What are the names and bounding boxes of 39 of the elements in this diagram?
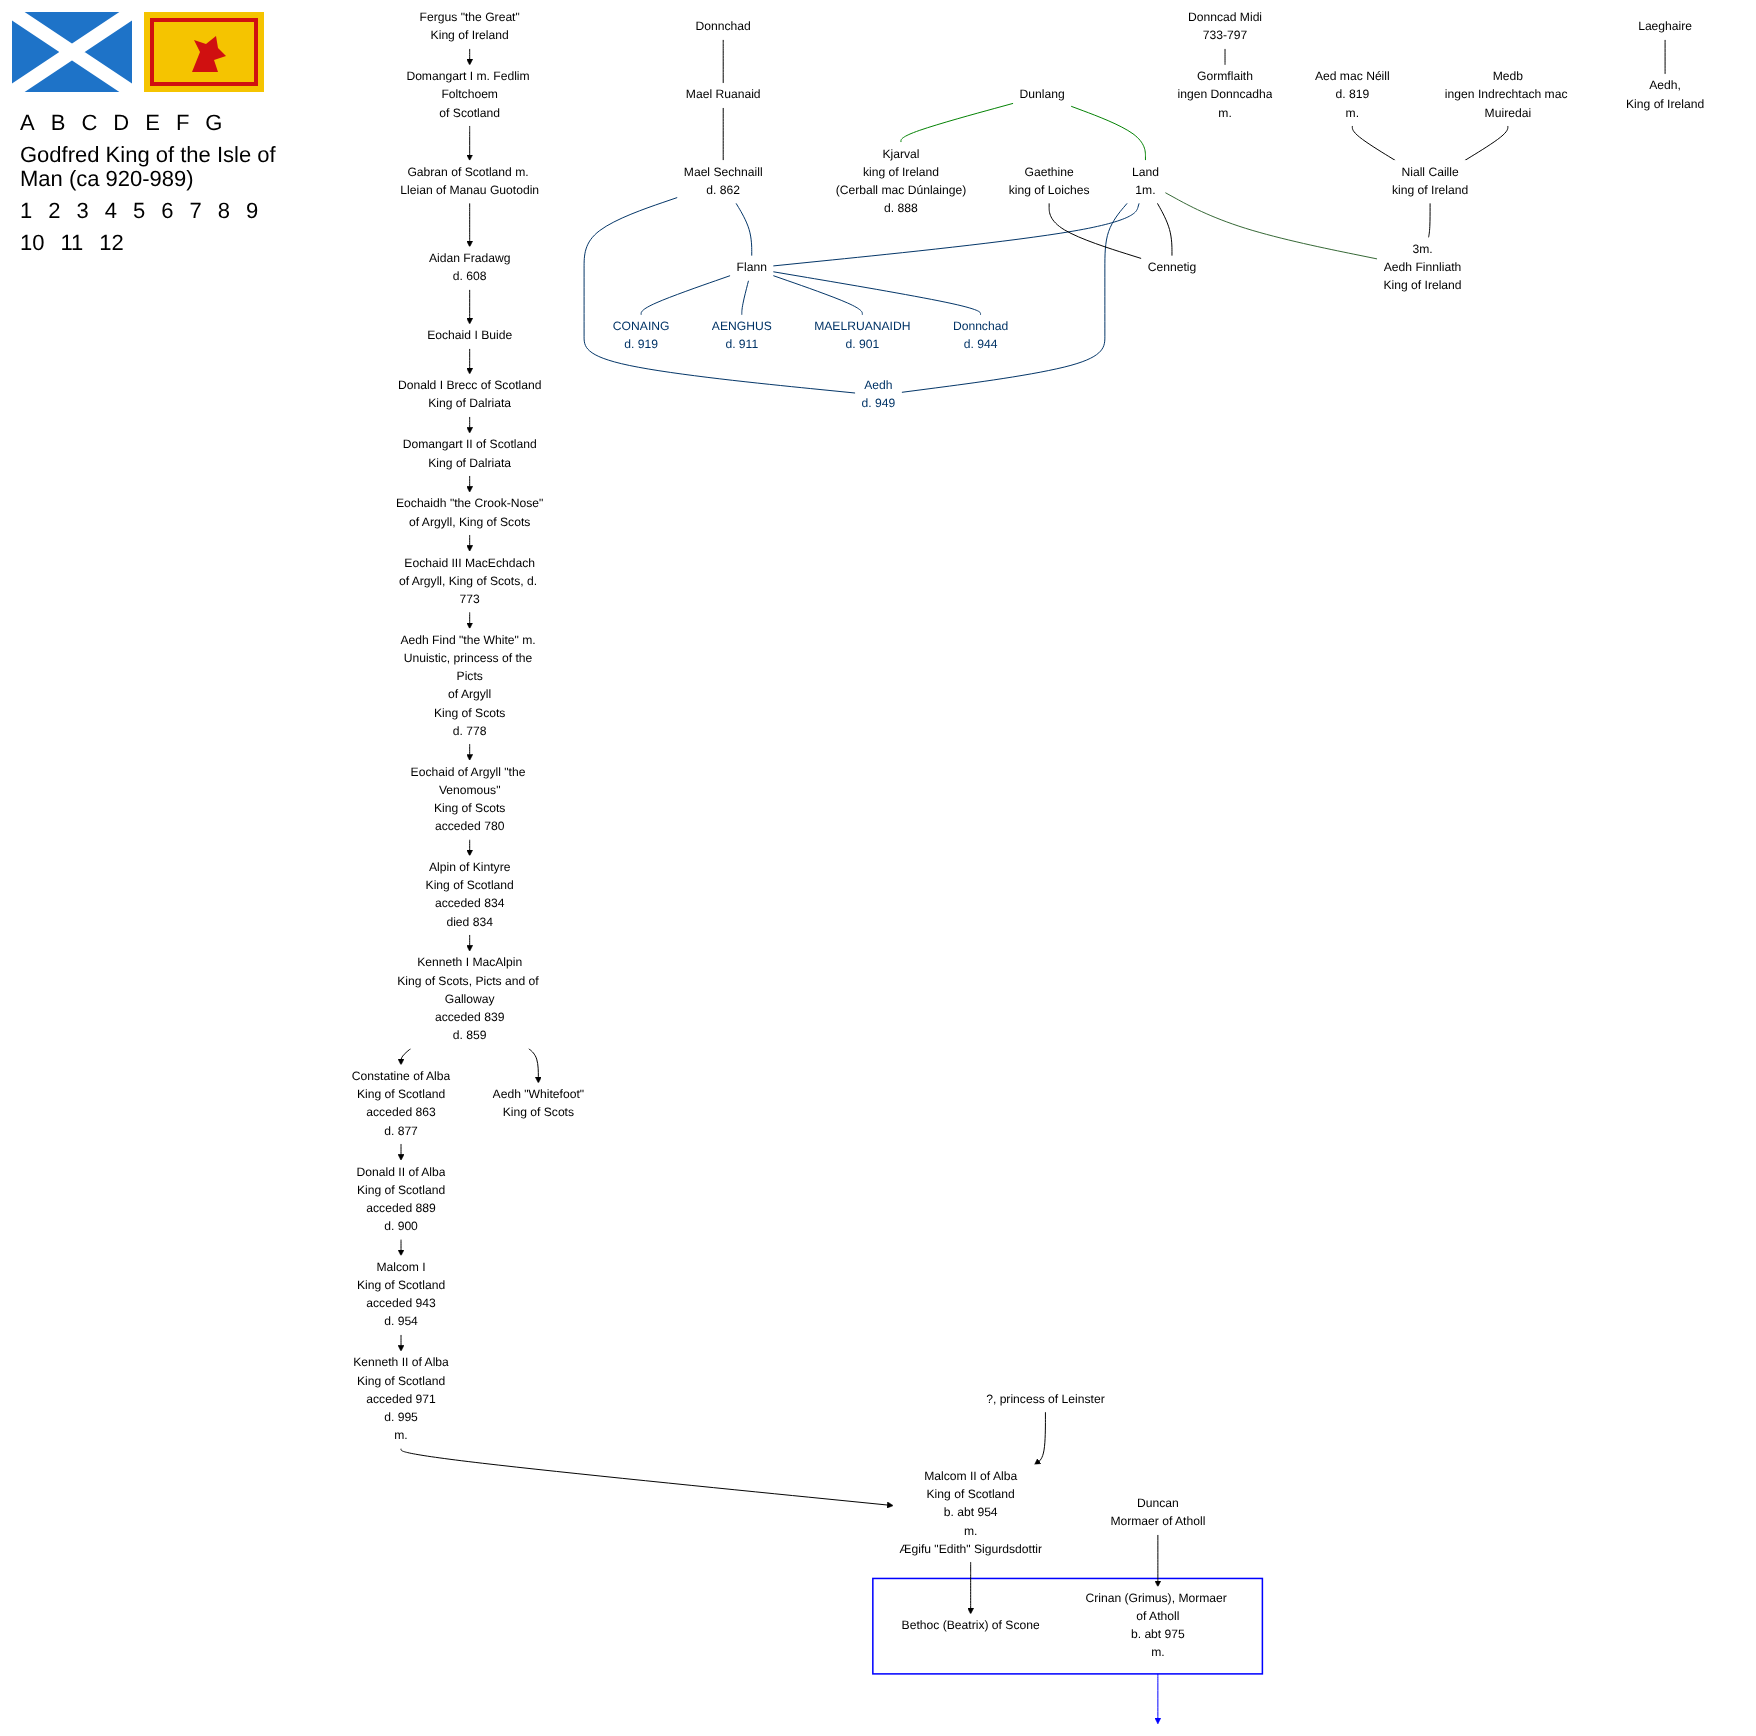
label-text: 5 — [133, 200, 146, 224]
connector — [900, 202, 1128, 393]
label-text: A — [20, 112, 35, 136]
label-text: 3 — [76, 200, 89, 224]
cluster — [872, 1577, 1264, 1675]
label-text: F — [175, 112, 190, 136]
label-text: 7 — [189, 200, 202, 224]
label-text: 4 — [104, 200, 117, 224]
label-text: B — [50, 112, 66, 136]
connector — [741, 279, 750, 316]
connector — [1164, 192, 1378, 260]
connector — [640, 275, 731, 316]
connector — [722, 38, 724, 84]
connector — [583, 196, 857, 394]
label-text: 12 — [99, 232, 124, 256]
connector — [1351, 125, 1396, 162]
connector — [1048, 202, 1143, 260]
connector — [772, 271, 981, 316]
connector — [1464, 125, 1509, 162]
label-text: 9 — [246, 200, 259, 224]
label-text: 10 — [20, 232, 45, 256]
connector — [1427, 202, 1431, 239]
label-text: 8 — [217, 200, 230, 224]
connector — [900, 102, 1014, 143]
label-text: G — [205, 112, 223, 136]
label-text: 11 — [60, 232, 84, 256]
connector — [722, 107, 724, 162]
connector — [772, 275, 863, 316]
connector — [735, 202, 753, 257]
label-text: 1 — [20, 200, 33, 224]
label-text: D — [113, 112, 130, 136]
label-text: C — [81, 112, 98, 136]
label-text: 2 — [48, 200, 61, 224]
label-text: Godfred King of the Isle of Man (ca 920-989) — [20, 144, 278, 192]
label-text: 6 — [161, 200, 174, 224]
connector — [1156, 202, 1173, 257]
label-text: E — [145, 112, 160, 136]
connector — [772, 202, 1140, 267]
connector — [1070, 105, 1146, 162]
